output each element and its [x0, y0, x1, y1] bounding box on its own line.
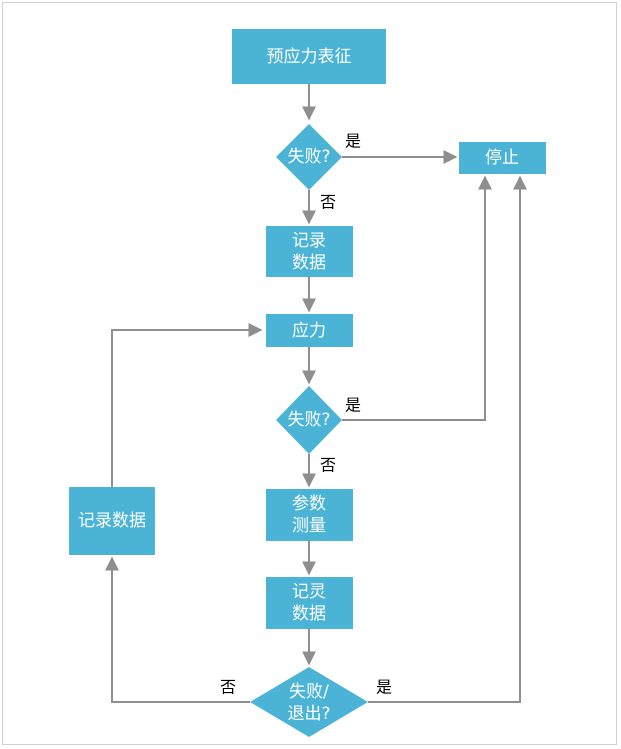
label-fail1-no: 否 [320, 193, 336, 212]
edge-record-left-to-stress [111, 323, 263, 487]
edge-fail3-to-stop [368, 175, 527, 703]
node-stop: 停止 [459, 142, 546, 174]
node-record1-box [266, 226, 353, 277]
node-record1-line1: 记录 [292, 231, 326, 251]
node-measure-line1: 参数 [292, 494, 326, 514]
node-record2-line1: 记灵 [292, 582, 326, 602]
node-record-left-label: 记录数据 [78, 511, 146, 531]
edge-fail2-to-stop [342, 175, 492, 421]
node-fail2-diamond [276, 386, 342, 454]
label-fail2-no: 否 [320, 456, 336, 475]
node-record-left-box [69, 487, 155, 555]
label-fail3-no: 否 [220, 678, 236, 697]
node-stress: 应力 [266, 314, 353, 347]
node-measure: 参数 测量 [266, 489, 353, 541]
node-stress-label: 应力 [292, 321, 326, 341]
node-record2: 记灵 数据 [266, 577, 353, 629]
node-stress-box [266, 314, 353, 347]
node-prestress-label: 预应力表征 [267, 47, 352, 67]
node-stop-box [459, 142, 546, 174]
node-stop-label: 停止 [485, 148, 519, 168]
node-fail3-line1: 失败/ [289, 682, 329, 702]
node-record1: 记录 数据 [266, 226, 353, 277]
node-measure-box [266, 489, 353, 541]
node-fail2-label: 失败? [287, 410, 330, 430]
node-fail3: 失败/ 退出? [250, 667, 368, 737]
edge-fail3-to-record-left [105, 556, 250, 703]
label-fail2-yes: 是 [345, 396, 361, 415]
node-record2-line2: 数据 [292, 604, 326, 624]
node-fail1: 失败? [276, 124, 342, 190]
edges [105, 84, 527, 703]
node-record2-box [266, 577, 353, 629]
label-fail1-yes: 是 [345, 132, 361, 151]
node-fail1-label: 失败? [287, 147, 330, 167]
node-fail3-line2: 退出? [287, 704, 330, 724]
node-fail1-diamond [276, 124, 342, 190]
node-fail2: 失败? [276, 386, 342, 454]
node-prestress: 预应力表征 [232, 29, 386, 84]
node-measure-line2: 测量 [292, 516, 326, 536]
node-fail3-diamond [250, 667, 368, 737]
node-record1-line2: 数据 [292, 253, 326, 273]
node-record-left: 记录数据 [69, 487, 155, 555]
label-fail3-yes: 是 [376, 678, 392, 697]
edge-labels: 是 否 是 否 是 否 [220, 132, 392, 697]
node-prestress-box [232, 29, 386, 84]
